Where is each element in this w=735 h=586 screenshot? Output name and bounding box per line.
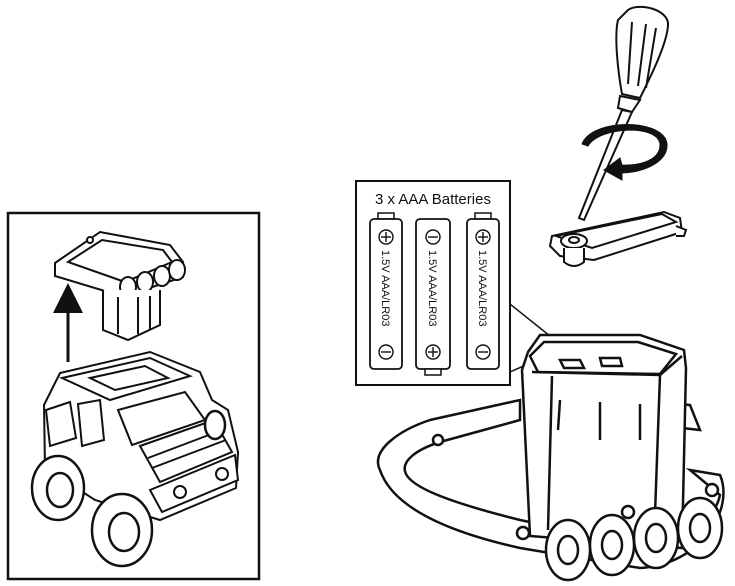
plus-icon	[425, 344, 441, 360]
battery-1: 1.5V AAA/LR03	[369, 212, 403, 370]
module-wheels	[431, 433, 724, 582]
removed-module	[54, 230, 186, 342]
minus-icon	[475, 344, 491, 360]
callout-title: 3 x AAA Batteries	[375, 191, 491, 208]
minus-icon	[378, 344, 394, 360]
battery-door	[548, 210, 688, 267]
battery-3: 1.5V AAA/LR03	[466, 212, 500, 370]
battery-1-label: 1.5V AAA/LR03	[379, 250, 391, 326]
minus-icon	[425, 229, 441, 245]
battery-callout: 3 x AAA Batteries 1.5V AAA/LR03	[355, 180, 566, 386]
plus-icon	[475, 229, 491, 245]
rotate-counterclockwise-icon	[581, 124, 668, 181]
battery-2: 1.5V AAA/LR03	[415, 218, 451, 376]
battery-2-label: 1.5V AAA/LR03	[426, 250, 438, 326]
truck-panel	[6, 211, 261, 581]
truck-wheels	[30, 409, 227, 568]
plus-icon	[378, 229, 394, 245]
screwdriver-icon	[577, 5, 670, 222]
battery-3-label: 1.5V AAA/LR03	[476, 250, 488, 326]
